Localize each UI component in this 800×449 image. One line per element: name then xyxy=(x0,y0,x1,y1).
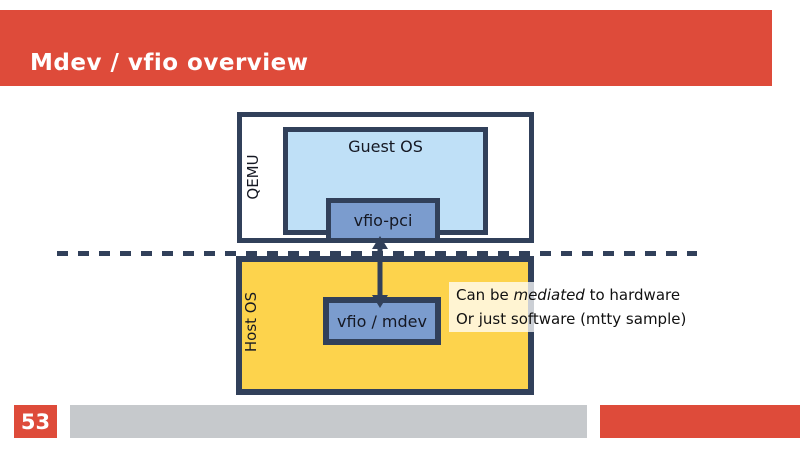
annotation-italic-word: mediated xyxy=(513,286,585,304)
guest-os-label: Guest OS xyxy=(348,137,423,156)
slide-title: Mdev / vfio overview xyxy=(30,50,309,76)
mediation-annotation: Can be mediated to hardware Or just soft… xyxy=(449,282,701,332)
slide-title-bar: Mdev / vfio overview xyxy=(0,10,772,86)
vfio-mdev-label: vfio / mdev xyxy=(337,311,427,331)
host-os-label: Host OS xyxy=(242,291,260,353)
qemu-label: QEMU xyxy=(244,154,262,200)
vfio-mdev-box: vfio / mdev xyxy=(323,297,441,345)
vfio-connection-arrow xyxy=(372,236,388,308)
page-number-badge: 53 xyxy=(14,405,57,438)
vfio-pci-box: vfio-pci xyxy=(326,198,440,243)
footer-gray-bar xyxy=(70,405,587,438)
annotation-line-1: Can be mediated to hardware xyxy=(456,286,681,304)
vfio-pci-label: vfio-pci xyxy=(353,211,413,230)
vm-host-boundary-dashed-line xyxy=(57,251,697,256)
footer-red-bar xyxy=(600,405,800,438)
annotation-line-2: Or just software (mtty sample) xyxy=(456,310,687,328)
